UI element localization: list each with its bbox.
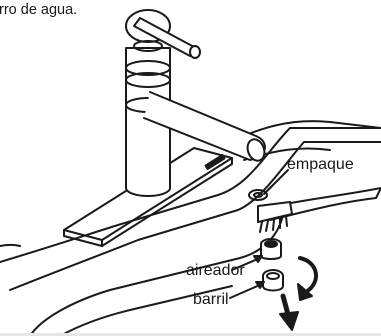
barrel-body bbox=[262, 275, 284, 292]
barrel-hole bbox=[266, 272, 280, 280]
bottom-divider bbox=[0, 333, 381, 336]
sink-basin-rim bbox=[29, 209, 285, 336]
rotate-arrowhead bbox=[297, 283, 313, 301]
sink-deck-outer bbox=[0, 127, 381, 263]
faucet-ring-2 bbox=[125, 72, 171, 88]
plate-slot bbox=[204, 154, 226, 170]
washer bbox=[248, 189, 268, 201]
down-arrowhead bbox=[279, 311, 299, 331]
handle-lever bbox=[133, 17, 197, 57]
label-aireador: aireador bbox=[186, 262, 245, 279]
handle-neck bbox=[133, 40, 163, 52]
aerator-mesh bbox=[264, 240, 278, 248]
sink-basin-inner bbox=[59, 285, 233, 336]
base-plate-side bbox=[63, 229, 103, 247]
aireador-arrowhead bbox=[253, 255, 263, 263]
aireador-leader bbox=[231, 257, 261, 271]
toothbrush-head bbox=[257, 201, 293, 223]
caption-text: rro de agua. bbox=[0, 2, 78, 18]
base-plate-side-right bbox=[101, 157, 233, 247]
toothbrush-handle bbox=[265, 187, 381, 221]
washer-hole bbox=[253, 192, 263, 198]
label-barril: barril bbox=[193, 291, 229, 308]
label-empaque: empaque bbox=[287, 156, 354, 173]
spout-tip bbox=[246, 138, 266, 162]
sink-deck-inner bbox=[9, 141, 381, 291]
toothbrush-bristles bbox=[259, 215, 288, 233]
counter-left-edge bbox=[0, 243, 21, 247]
barril-arrowhead bbox=[255, 281, 265, 289]
faucet-ring-1 bbox=[125, 60, 171, 76]
empaque-arrowhead bbox=[263, 185, 273, 195]
rotate-arrow-icon bbox=[298, 256, 318, 294]
barril-leader bbox=[229, 283, 263, 299]
handle-ball bbox=[189, 45, 201, 59]
